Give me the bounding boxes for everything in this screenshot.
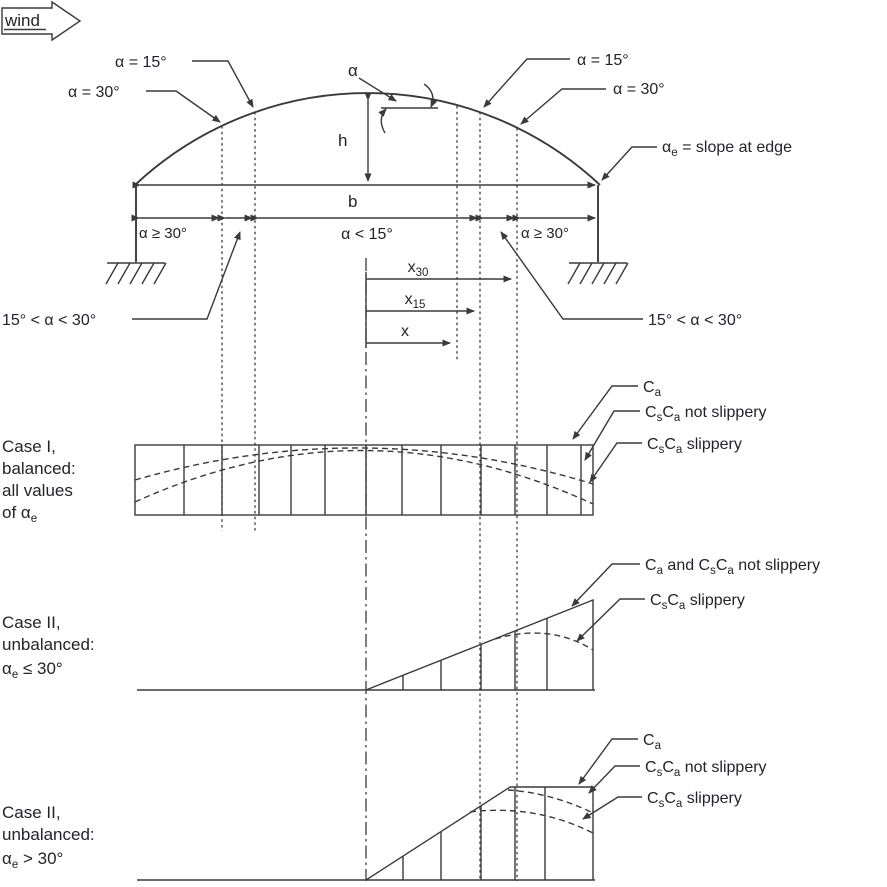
case1-title-line1: Case I, — [2, 437, 56, 456]
case2b-condition: αe > 30° — [2, 849, 63, 871]
wind-arrow: wind — [1, 0, 82, 42]
range-right-leader — [500, 231, 643, 320]
case2b-csca-not-slippery-label: CsCa not slippery — [645, 759, 767, 779]
zone-right-ge30-label: α ≥ 30° — [521, 225, 569, 242]
right-support-ground — [567, 262, 629, 285]
angle-arc-upper — [423, 83, 438, 108]
alpha30-right-label: α = 30° — [613, 81, 665, 98]
case2b-title-line1: Case II, — [2, 803, 61, 822]
case1-title-line4: of αe — [2, 503, 37, 525]
angle-arc-lower — [378, 108, 387, 134]
case2a-condition: αe ≤ 30° — [2, 659, 63, 681]
case2a-dividers — [402, 618, 548, 690]
case1-title-line2: balanced: — [2, 459, 76, 478]
alpha30-right-leader — [520, 88, 606, 125]
case1-ca-leader — [572, 385, 638, 440]
case2b-dividers — [402, 787, 546, 880]
case2b-ca-leader — [578, 738, 638, 785]
zone-left-ge30-label: α ≥ 30° — [139, 225, 187, 242]
x30-label: x30 — [408, 259, 429, 279]
case2b-unbalanced: Case II, unbalanced: αe > 30° Ca CsCa no… — [2, 732, 767, 881]
case2b-curve-slippery — [469, 809, 594, 834]
case2a-ca-and-csca-leader — [571, 563, 640, 607]
case2a-csca-slippery-label: CsCa slippery — [650, 592, 745, 612]
case2a-curve-slippery — [494, 632, 594, 651]
wind-label: wind — [4, 11, 40, 30]
alpha-tangent-annotation: α — [348, 61, 438, 134]
case2a-title-line1: Case II, — [2, 613, 61, 632]
x15-label: x15 — [405, 291, 426, 311]
range-left-label: 15° < α < 30° — [2, 312, 96, 329]
case2a-ca-and-csca-label: Ca and CsCa not slippery — [645, 557, 820, 577]
projection-lines — [221, 106, 518, 881]
case2b-title-line2: unbalanced: — [2, 825, 95, 844]
case2b-csca-slippery-label: CsCa slippery — [647, 790, 742, 810]
x-dimensions: x30 x15 x — [365, 259, 512, 348]
case2b-curve-not-slippery — [507, 789, 594, 814]
alpha15-left-label: α = 15° — [115, 54, 167, 71]
case1-csca-not-slippery-label: CsCa not slippery — [645, 404, 767, 424]
alpha15-left-leader — [192, 60, 254, 108]
case1-curve-slippery — [134, 449, 594, 505]
alpha30-left-label: α = 30° — [68, 84, 120, 101]
case2b-ca-label: Ca — [643, 732, 662, 752]
case1-load-block — [134, 444, 594, 516]
slope-at-edge-leader — [601, 146, 657, 181]
alpha-label: α — [348, 61, 358, 80]
alpha15-right-leader — [483, 58, 570, 108]
case1-csca-slippery-leader — [589, 442, 642, 483]
range-left-leader — [132, 231, 241, 320]
slope-at-edge-label: αe = slope at edge — [662, 139, 792, 159]
alpha-leader — [358, 77, 397, 102]
roof-arch: h b α — [105, 61, 629, 285]
h-label: h — [338, 131, 347, 150]
zone-dimensions: α ≥ 30° α < 15° α ≥ 30° — [131, 214, 596, 243]
case1-ca-label: Ca — [643, 379, 662, 399]
case1-dividers — [183, 445, 582, 515]
case2a-unbalanced: Case II, unbalanced: αe ≤ 30° Ca and CsC… — [2, 557, 820, 691]
case1-csca-not-slippery-leader — [584, 410, 640, 461]
alpha30-left-leader — [146, 90, 221, 123]
zone-mid-lt15-label: α < 15° — [341, 226, 393, 243]
case2a-csca-slippery-leader — [576, 598, 645, 642]
case2b-load-outline — [365, 786, 594, 881]
case2b-csca-slippery-leader — [582, 796, 642, 820]
case1-title-line3: all values — [2, 481, 73, 500]
case2a-title-line2: unbalanced: — [2, 635, 95, 654]
b-label: b — [348, 192, 357, 211]
wind-arrow-shape — [1, 0, 82, 42]
range-right-label: 15° < α < 30° — [648, 312, 742, 329]
left-support-ground — [105, 262, 167, 285]
alpha15-right-label: α = 15° — [577, 52, 629, 69]
case2b-csca-not-slippery-leader — [588, 765, 640, 794]
case1-balanced: Case I, balanced: all values of αe Ca Cs… — [2, 379, 767, 525]
x-label: x — [401, 323, 409, 340]
case1-csca-slippery-label: CsCa slippery — [647, 436, 742, 456]
case1-curve-not-slippery — [134, 447, 594, 485]
roof-callouts: α = 15° α = 30° α = 15° α = 30° αe = slo… — [2, 52, 792, 329]
